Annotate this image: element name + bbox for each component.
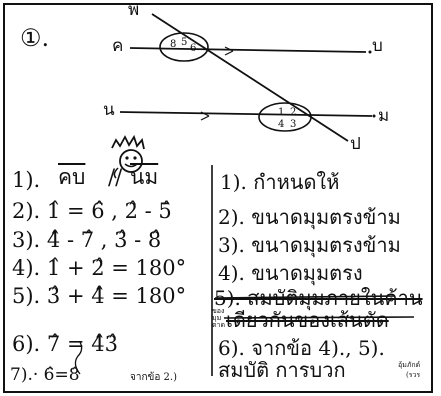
left-row-1: 1). xyxy=(12,168,41,192)
angle-5-label: 5 xyxy=(181,37,188,48)
label-right-upper: บ xyxy=(372,36,383,56)
line-kb-label: คบ xyxy=(58,165,86,189)
right-row-3: 3). ขนาดมุมตรงข้าม xyxy=(218,233,401,257)
label-bottom-point: ป xyxy=(350,134,361,154)
right-row-4: 4). ขนาดมุมตรง xyxy=(218,261,363,285)
right-row-1: 1). กำหนดให้ xyxy=(220,170,340,194)
angle-8-label: 8 xyxy=(170,39,177,50)
angle-4-label: 4 xyxy=(278,119,285,130)
angle-3-label: 3 xyxy=(290,119,297,130)
corner-note: อุ้มภักด์ xyxy=(398,361,421,369)
right-row-6-continued: สมบัติ การบวก xyxy=(218,358,346,382)
right-row-5-continued: เดียวกันของเส้นตัด xyxy=(226,308,389,332)
label-left-upper: ค xyxy=(112,36,124,56)
problem-number: ①. xyxy=(20,24,50,52)
right-row-2: 2). ขนาดมุมตรงข้าม xyxy=(218,205,401,229)
lower-angle-circle xyxy=(258,102,312,132)
left-bottom-note: จากข้อ 2.) xyxy=(130,372,177,383)
right-row-5: 5). สมบัติมุมภายในค้าน xyxy=(214,286,423,310)
parallel-symbol: // xyxy=(108,165,123,189)
lower-parallel-line xyxy=(119,111,373,117)
left-row-4: 4). 1̂ + 2̂ = 180° xyxy=(12,256,187,280)
worksheet-border xyxy=(3,3,433,393)
right-row-6: 6). จากข้อ 4)., 5). xyxy=(218,336,385,360)
angle-2-label: 2 xyxy=(290,107,297,118)
squiggle-mark xyxy=(74,341,83,375)
label-top-point: พ xyxy=(128,0,140,20)
upper-angle-circle xyxy=(159,32,209,62)
left-row-7: 7).· 6̂=8̂ xyxy=(10,365,80,385)
left-row-2: 2). 1̂ = 6̂ , 2̂ - 5̂ xyxy=(12,199,172,223)
upper-parallel-line xyxy=(129,47,367,53)
smiley-doodle-icon xyxy=(111,134,145,179)
label-left-lower: น xyxy=(103,100,115,120)
left-row-6: 6). 7̂ = 4̂3̂ xyxy=(12,332,118,356)
left-row-3: 3). 4̂ - 7̂ , 3̂ - 8̂ xyxy=(12,228,162,252)
line-nm-label: นม xyxy=(130,165,159,189)
label-right-lower: ม xyxy=(378,106,390,126)
corner-note-2: (รวร xyxy=(406,371,421,379)
transversal-line xyxy=(151,13,349,142)
angle-6-label: 6 xyxy=(190,43,197,54)
left-row-5: 5). 3̂ + 4̂ = 180° xyxy=(12,284,187,308)
margin-note: ของมุม ตาด xyxy=(212,307,226,329)
angle-1-label: 1 xyxy=(278,107,285,118)
